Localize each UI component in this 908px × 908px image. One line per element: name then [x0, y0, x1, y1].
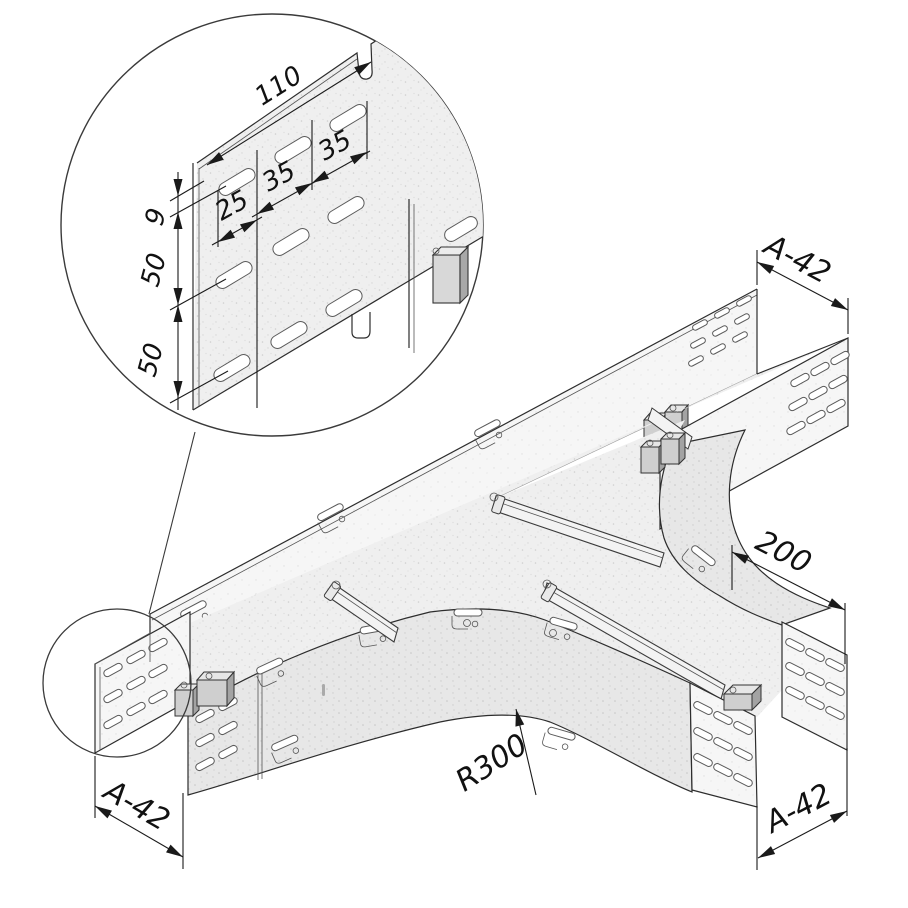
branch-right-rail: [781, 621, 848, 751]
tee-fitting-view: [42, 288, 850, 808]
dimension-a42-top-right: A-42: [754, 227, 851, 334]
branch-left-slots: [693, 701, 753, 787]
label-a42-bottom-left: A-42: [96, 772, 175, 838]
branch-right-slots: [785, 638, 845, 720]
far-rail-end-slots: [688, 295, 752, 367]
dimension-r300: R300: [450, 707, 537, 799]
branch-left-rail: [689, 682, 763, 808]
far-side-rail: [149, 288, 758, 663]
right-joint-connector: [639, 407, 693, 475]
rung: [323, 580, 399, 643]
left-joint-connector: [173, 670, 236, 718]
detail-view: 110 35 35 25: [60, 13, 484, 437]
branch-left-connector: [722, 683, 763, 712]
label-9: 9: [140, 205, 173, 229]
rung: [540, 579, 726, 700]
dimension-a42-bottom-left: A-42: [92, 756, 186, 869]
dimension-a42-bottom-right: A-42: [755, 748, 850, 870]
label-a42-bottom-right: A-42: [758, 777, 838, 841]
left-end-rail: [94, 610, 191, 755]
rung: [489, 492, 665, 568]
detail-source-circle: [42, 608, 192, 758]
near-rail-right-slots: [786, 350, 850, 436]
tray-bottom-branch: [95, 420, 782, 717]
manufacturer-mark: [322, 684, 325, 696]
label-r300: R300: [450, 727, 535, 799]
detail-slots: [213, 104, 478, 382]
label-a42-top-right: A-42: [757, 227, 837, 291]
left-end-slots: [103, 637, 168, 730]
detail-leader-line: [148, 431, 196, 615]
left-bend-rail: [187, 608, 693, 796]
detail-connector-block: [431, 245, 470, 305]
